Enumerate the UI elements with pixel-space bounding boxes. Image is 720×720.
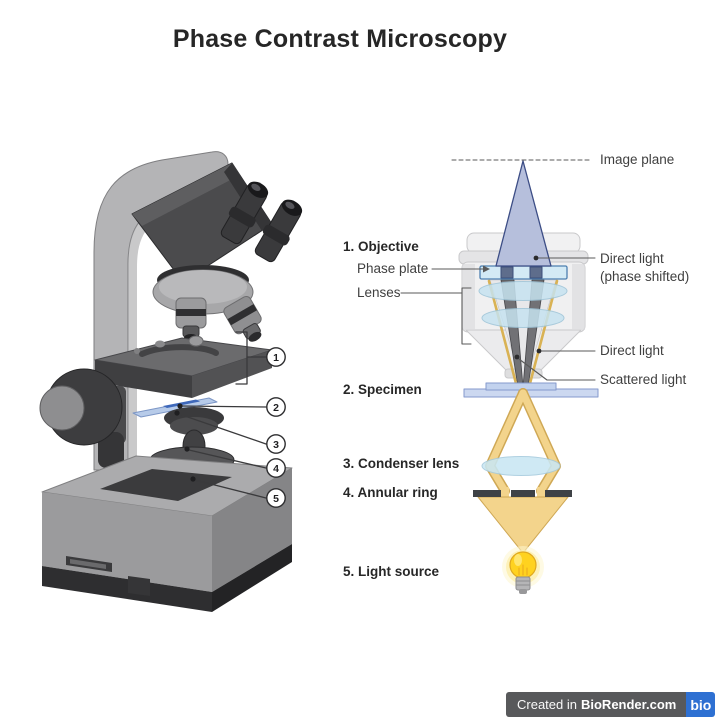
glass-slide bbox=[132, 397, 218, 418]
label-direct-light-shifted-line1: Direct light bbox=[600, 251, 664, 266]
label-direct-light-phase-shifted: Direct light (phase shifted) bbox=[600, 250, 689, 286]
focus-knob bbox=[39, 368, 126, 468]
biorender-logo-icon: bio bbox=[686, 692, 716, 717]
label-light-source: 5. Light source bbox=[343, 564, 440, 579]
credit-text: Created in bbox=[517, 697, 577, 712]
ring-gap-light-right bbox=[537, 487, 545, 498]
callout-leaders bbox=[178, 331, 267, 499]
svg-text:4: 4 bbox=[273, 463, 279, 475]
biorender-credit: Created in BioRender.com bio bbox=[506, 692, 716, 717]
diagram-leaders bbox=[400, 257, 596, 381]
label-lenses: Lenses bbox=[357, 285, 401, 300]
label-direct-light: Direct light bbox=[600, 343, 664, 358]
svg-text:2: 2 bbox=[273, 402, 279, 414]
objective-lens-front bbox=[175, 297, 207, 342]
light-source-beam bbox=[477, 496, 569, 554]
label-scattered-light: Scattered light bbox=[600, 372, 687, 387]
label-image-plane: Image plane bbox=[600, 152, 675, 167]
direct-light-cone bbox=[495, 160, 552, 267]
leader-dots bbox=[514, 255, 542, 360]
light-beams-lower bbox=[485, 388, 561, 496]
credit-bar: Created in BioRender.com bbox=[506, 692, 687, 717]
scattered-light-rays-objective bbox=[487, 279, 559, 393]
svg-text:5: 5 bbox=[273, 493, 279, 505]
nosepiece bbox=[152, 265, 254, 315]
callout-dots bbox=[174, 403, 196, 482]
callout-3: 3 bbox=[266, 434, 286, 454]
callout-4: 4 bbox=[266, 458, 286, 478]
light-path-diagram bbox=[400, 159, 599, 594]
label-condenser-lens: 3. Condenser lens bbox=[343, 456, 460, 471]
condenser-lens bbox=[481, 456, 561, 476]
label-direct-light-shifted-line2: (phase shifted) bbox=[600, 269, 690, 284]
microscope-illustration: 1 2 3 4 5 bbox=[39, 151, 303, 612]
label-specimen: 2. Specimen bbox=[343, 382, 422, 397]
label-annular-ring: 4. Annular ring bbox=[343, 485, 438, 500]
phase-plate-arrow bbox=[483, 265, 490, 273]
callout-1: 1 bbox=[266, 347, 286, 367]
label-phase-plate: Phase plate bbox=[357, 261, 429, 276]
objective-lenses bbox=[478, 281, 568, 328]
phase-plate bbox=[479, 265, 568, 280]
callout-2: 2 bbox=[266, 397, 286, 417]
eyepiece-left bbox=[220, 181, 269, 245]
specimen-slide bbox=[463, 382, 599, 398]
svg-text:3: 3 bbox=[273, 439, 279, 451]
annular-ring bbox=[473, 490, 572, 497]
page-title: Phase Contrast Microscopy bbox=[172, 25, 508, 53]
objective-lens-side bbox=[223, 295, 262, 342]
stage bbox=[94, 335, 273, 398]
microscope-base bbox=[41, 455, 293, 612]
credit-brand: BioRender.com bbox=[580, 697, 677, 712]
label-objective: 1. Objective bbox=[343, 239, 419, 254]
light-bulb-icon bbox=[502, 546, 544, 594]
ring-gap-light-left bbox=[501, 487, 509, 498]
callout-5: 5 bbox=[266, 488, 286, 508]
svg-text:1: 1 bbox=[273, 352, 279, 364]
eyepiece-right bbox=[254, 199, 303, 263]
